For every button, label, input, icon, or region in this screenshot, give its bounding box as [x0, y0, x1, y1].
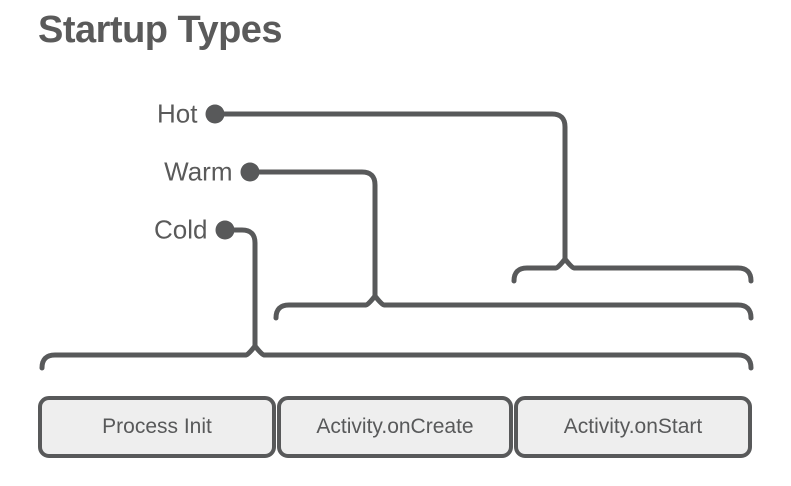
page-title: Startup Types — [38, 9, 283, 51]
endpoint-dot-hot — [205, 104, 225, 124]
row-label-hot: Hot — [157, 98, 198, 129]
connector-group — [39, 111, 754, 371]
stage-box-activity-oncreate[interactable]: Activity.onCreate — [277, 396, 513, 458]
connector-line-hot — [221, 111, 568, 262]
stage-box-label-activity-oncreate: Activity.onCreate — [316, 415, 474, 438]
endpoint-dot-group — [205, 104, 260, 240]
stage-box-label-activity-onstart: Activity.onStart — [563, 415, 703, 438]
stage-box-process-init[interactable]: Process Init — [38, 396, 276, 458]
brace-hot — [511, 256, 754, 284]
row-label-warm: Warm — [164, 156, 233, 187]
brace-cold — [39, 343, 754, 371]
brace-warm — [273, 293, 754, 321]
connector-line-cold — [231, 227, 258, 349]
stage-box-activity-onstart[interactable]: Activity.onStart — [514, 396, 752, 458]
connector-line-warm — [256, 169, 378, 299]
row-label-cold: Cold — [154, 214, 208, 245]
endpoint-dot-warm — [240, 162, 260, 182]
endpoint-dot-cold — [215, 220, 235, 240]
stage-box-label-process-init: Process Init — [102, 415, 212, 438]
